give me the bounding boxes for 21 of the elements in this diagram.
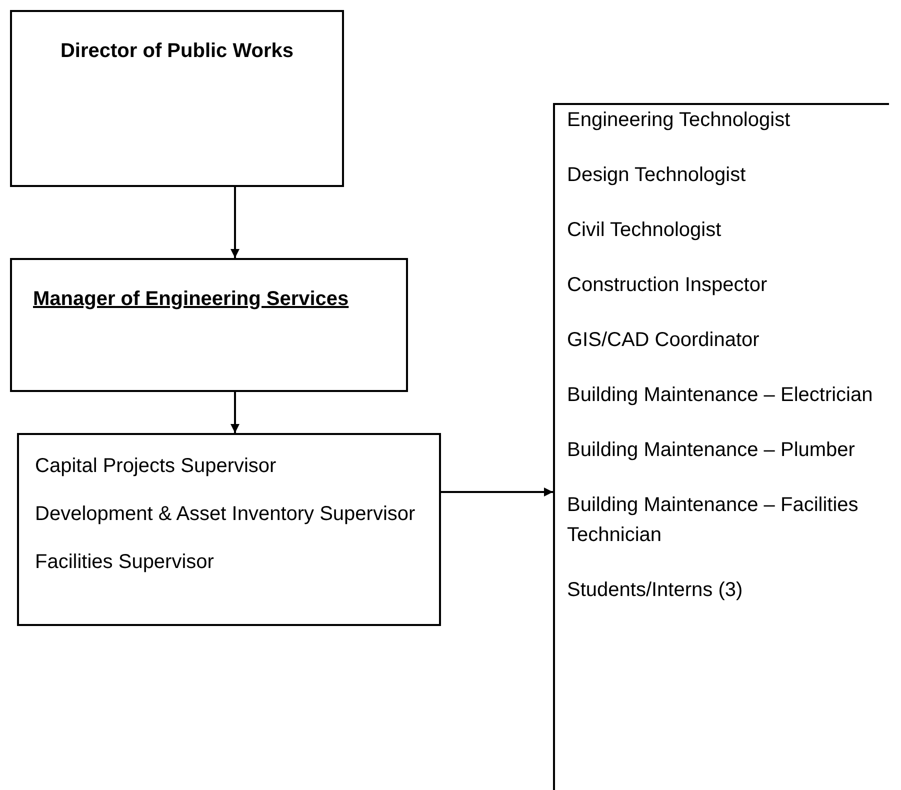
arrow (230, 392, 240, 433)
role-text: Civil Technologist (567, 218, 722, 243)
supervisors-box (17, 433, 441, 626)
arrow (441, 488, 553, 496)
box-title: Manager of Engineering Services (33, 287, 350, 312)
arrow (230, 187, 240, 258)
role-text: Construction Inspector (567, 273, 768, 298)
role-text: GIS/CAD Coordinator (567, 328, 760, 353)
role-text: Development & Asset Inventory Supervisor (35, 502, 416, 527)
role-text: Design Technologist (567, 163, 747, 188)
box-title: Director of Public Works (59, 39, 294, 64)
role-text: Students/Interns (3) (567, 578, 744, 603)
manager-box (10, 258, 408, 392)
role-text: Engineering Technologist (567, 108, 792, 133)
role-text: Building Maintenance – Electrician (567, 383, 874, 408)
role-text: Facilities Supervisor (35, 550, 215, 575)
role-text: Capital Projects Supervisor (35, 454, 278, 479)
role-text: Building Maintenance – Facilities Technician (567, 493, 860, 548)
role-text: Building Maintenance – Plumber (567, 438, 856, 463)
staff-list-box (553, 103, 889, 790)
director-box (10, 10, 344, 187)
